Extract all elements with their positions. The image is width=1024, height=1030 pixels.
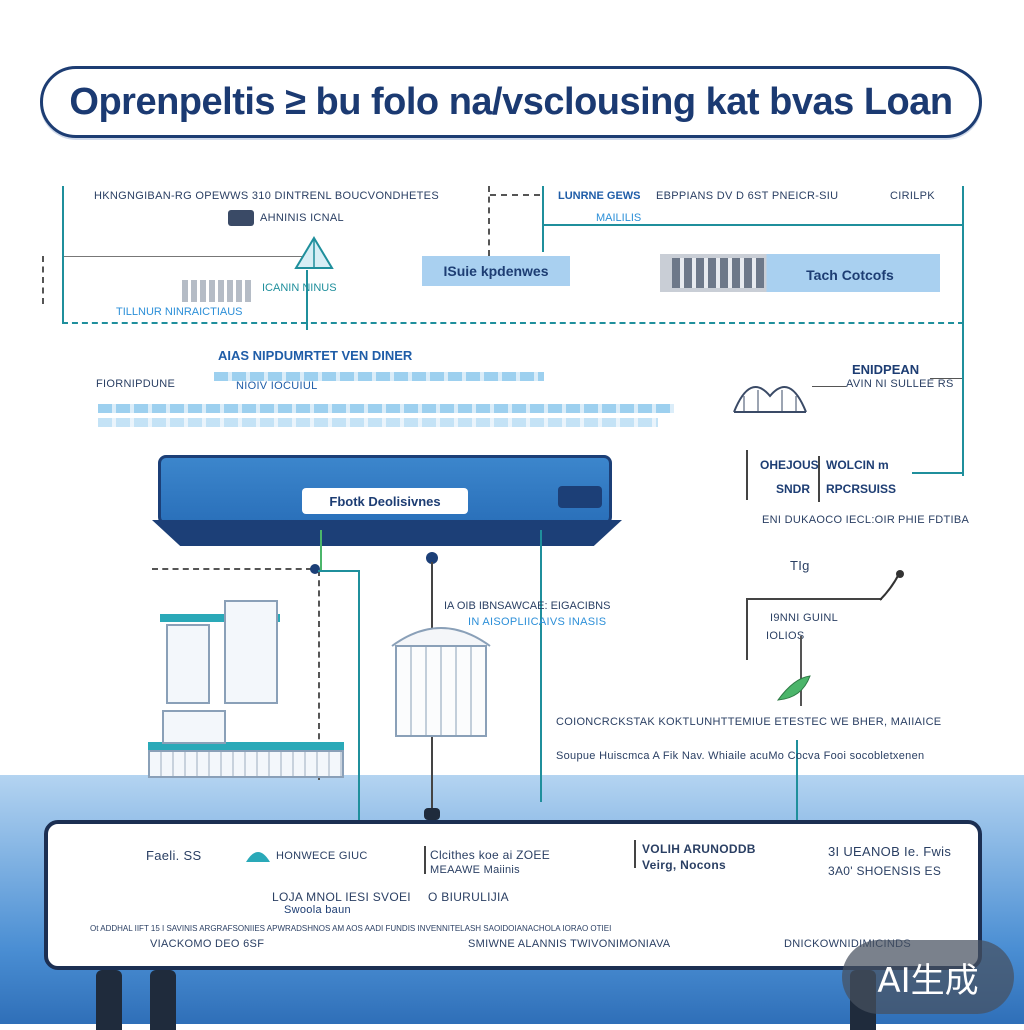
title-banner: Oprenpeltis ≥ bu folo na/vsclousing kat … (40, 66, 982, 138)
bracket-left (42, 256, 44, 304)
panel-c4a: VOLIH ARUNODDB (642, 842, 756, 856)
pyramid-icon (294, 236, 334, 269)
top-left-line1: HKNGNGIBAN-RG OPEWWS 310 DINTRENL BOUCVO… (94, 190, 439, 202)
lower-mid-caption-1: IA OIB IBNSAWCAE: EIGACIBNS (444, 600, 611, 612)
right-col1-row2: SNDR (776, 482, 811, 496)
connector-pyramid (306, 270, 308, 330)
column-divider (818, 456, 820, 502)
right-col2-row1: WOLCIN m (826, 458, 889, 472)
blurred-text-line-2 (98, 404, 674, 413)
panel-fine-2b: SMIWNE ALANNIS TWIVONIMONIAVA (468, 938, 671, 950)
right-bracket-2-top (746, 598, 882, 600)
panel-c3b: MEAAWE Maiinis (430, 864, 520, 876)
panel-sub2: O BIURULIJIA (428, 890, 509, 904)
middle-heading: AIAS NIPDUMRTET VEN DINER (218, 348, 413, 363)
leaf-icon (776, 675, 811, 701)
right-stem (800, 636, 802, 706)
panel-leg-1 (96, 970, 122, 1030)
lamp-icon (879, 570, 904, 601)
lower-right-line-1: COIONCRCKSTAK KOKTLUNHTTEMIUE ETESTEC WE… (556, 716, 942, 728)
right-bracket-2 (746, 598, 748, 660)
divider-dashed (488, 186, 490, 256)
building-strip-icon (672, 258, 764, 288)
top-right-right-label: CIRILPK (890, 190, 935, 202)
top-left-line2: AHNINIS ICNAL (260, 212, 344, 224)
top-right-left-label: LUNRNE GEWS (558, 190, 641, 202)
top-right-sub: MAILILIS (596, 212, 642, 224)
panel-c5a: 3I UEANOB Ie. Fwis (828, 844, 952, 859)
right-heading-2: AVIN NI SULLEE RS (846, 378, 954, 390)
connector-node-1-v (358, 570, 360, 860)
lower-dashed-v (318, 570, 320, 780)
top-left-subcaption: TILLNUR NINRAICTIAUS (116, 306, 243, 318)
label-box-tach: Tach Cotcofs (806, 267, 894, 283)
node-dot-1 (310, 564, 320, 574)
frame-line-right-stub (912, 472, 964, 474)
pavilion-icon (391, 627, 491, 737)
panel-c3a: Clcithes koe ai ZOEE (430, 848, 551, 862)
panel-leg-2 (150, 970, 176, 1030)
right-label-2: IOLIOS (766, 630, 805, 642)
hub-base (152, 520, 622, 546)
connector-green (320, 530, 322, 570)
bridge-connector (812, 386, 846, 387)
right-label-1: I9NNI GUINL (770, 612, 839, 624)
top-left-caption: ICANIN NINUS (262, 282, 337, 294)
divider-dashed-h (490, 194, 540, 196)
connector-node-1 (318, 570, 358, 572)
node-dot-2 (426, 552, 438, 564)
right-connector (930, 378, 962, 379)
middle-left-line1: FIORNIPDUNE (96, 378, 176, 390)
right-small-label: TIg (790, 558, 810, 573)
lower-mid-caption-2: IN AISOPLIICAIVS INASIS (468, 616, 607, 628)
building-group-left (160, 600, 280, 704)
blurred-text-line-1 (214, 372, 544, 381)
frame-line-right (962, 186, 964, 476)
page-title: Oprenpeltis ≥ bu folo na/vsclousing kat … (69, 80, 953, 123)
frame-line-left (62, 186, 64, 324)
connector-node-3 (540, 530, 542, 802)
connector-right-panel (796, 740, 798, 890)
right-col1-row1: OHEJOUS (760, 458, 819, 472)
panel-fine-1: Ot ADDHAL IIFT 15 I SAVINIS ARGRAFSONIIE… (90, 924, 612, 933)
right-caption-a: ENI DUKAOCO IECL:OIR (762, 514, 896, 526)
panel-c2: HONWECE GIUC (276, 850, 368, 862)
hub-label: Fbotk Deolisivnes (302, 488, 468, 514)
hub-port-icon (558, 486, 602, 508)
panel-sub1: LOJA MNOL IESI SVOEI (272, 890, 411, 904)
panel-divider-1 (424, 846, 426, 874)
connector-gray (64, 256, 304, 257)
arc-icon (246, 852, 270, 862)
building-group-base (148, 704, 344, 778)
bracket-right (746, 450, 748, 500)
bridge-icon (733, 386, 807, 413)
top-right-mid-label: EBPPIANS DV D 6ST PNEICR-SIU (656, 190, 839, 202)
label-box-suie: ISuie kpdenwes (422, 256, 570, 286)
right-col2-row2: RPCRSUISS (826, 482, 897, 496)
right-heading-1: ENIDPEAN (852, 362, 920, 377)
building-icon-small (182, 280, 252, 302)
lower-dashed-h (152, 568, 312, 570)
panel-fine-2a: VIACKOMO DEO 6SF (150, 938, 265, 950)
connector-top-right-h (542, 224, 962, 226)
lower-right-line-2: Soupue Huiscmca A Fik Nav. Whiaile acuMo… (556, 750, 925, 762)
bottom-panel (44, 820, 982, 970)
panel-divider-2 (634, 840, 636, 868)
panel-sub1b: Swoola baun (284, 904, 351, 916)
connector-top-right (542, 186, 544, 252)
panel-c4b: Veirg, Nocons (642, 858, 726, 872)
right-caption-b: PHIE FDTIBA (898, 514, 970, 526)
vehicle-icon (228, 210, 254, 226)
node-plug-2 (424, 808, 440, 820)
ai-generated-badge: AI生成 (842, 940, 1014, 1014)
frame-line-bottom (62, 322, 964, 324)
blurred-text-line-3 (98, 418, 658, 427)
panel-c1: Faeli. SS (146, 848, 202, 863)
middle-left-line2: NIOIV IOCUIUL (236, 380, 318, 392)
panel-c5b: 3A0' SHOENSIS ES (828, 864, 942, 878)
